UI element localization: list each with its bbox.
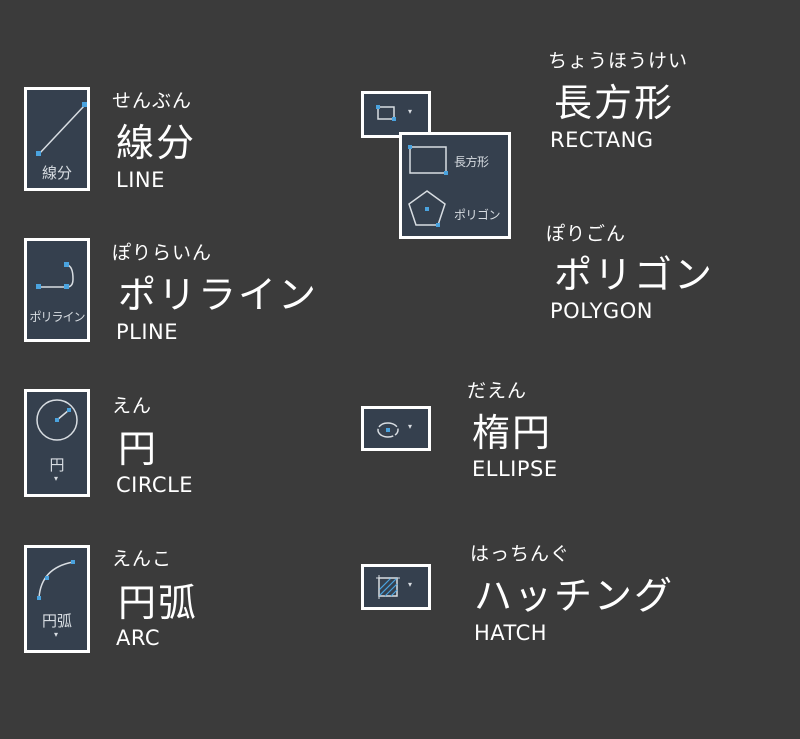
polygon-command: POLYGON xyxy=(550,299,653,323)
circle-jp-name: 円 xyxy=(118,427,159,471)
polyline-icon xyxy=(36,262,74,289)
rectangle-command: RECTANG xyxy=(550,128,654,152)
polyline-tool-button[interactable]: ポリライン xyxy=(24,238,90,342)
hatch-icon xyxy=(376,575,400,599)
flyout-rectangle-label: 長方形 xyxy=(454,155,489,169)
polygon-ruby: ぽりごん xyxy=(546,223,627,245)
circle-ruby: えん xyxy=(112,395,153,417)
arc-tool-button[interactable]: 円弧 ▾ xyxy=(24,545,90,653)
arc-jp-name: 円弧 xyxy=(118,581,199,625)
rectangle-tool-button[interactable]: ▾ xyxy=(361,91,431,138)
flyout-item-rectangle[interactable]: 長方形 xyxy=(402,135,508,183)
line-ruby: せんぶん xyxy=(112,90,193,112)
rectangle-icon xyxy=(376,105,396,121)
rectangle-jp-name: 長方形 xyxy=(554,81,675,125)
flyout-item-polygon[interactable]: ポリゴン xyxy=(402,185,508,235)
polyline-icon-label: ポリライン xyxy=(29,310,85,324)
arc-command: ARC xyxy=(116,626,161,650)
polygon-jp-name: ポリゴン xyxy=(554,253,715,297)
circle-icon-label: 円 xyxy=(49,456,65,474)
arc-ruby: えんこ xyxy=(112,548,173,570)
hatch-ruby: はっちんぐ xyxy=(470,543,571,565)
rectangle-dropdown-caret-icon[interactable]: ▾ xyxy=(408,107,413,116)
ellipse-tool-button[interactable]: ▾ xyxy=(361,406,431,451)
circle-tool-button[interactable]: 円 ▾ xyxy=(24,389,90,497)
line-tool-button[interactable]: 線分 xyxy=(24,87,90,191)
ellipse-command: ELLIPSE xyxy=(472,457,558,481)
hatch-tool-button[interactable]: ▾ xyxy=(361,564,431,610)
hatch-jp-name: ハッチング xyxy=(474,574,675,618)
arc-dropdown-caret-icon[interactable]: ▾ xyxy=(54,630,59,639)
flyout-polygon-icon xyxy=(408,190,446,227)
hatch-command: HATCH xyxy=(474,621,548,645)
rectangle-ruby: ちょうほうけい xyxy=(548,50,689,72)
line-icon-label: 線分 xyxy=(41,164,72,182)
ellipse-dropdown-caret-icon[interactable]: ▾ xyxy=(408,422,413,431)
flyout-polygon-label: ポリゴン xyxy=(454,208,501,222)
arc-icon-label: 円弧 xyxy=(41,612,72,630)
line-icon xyxy=(36,102,87,156)
rectangle-polygon-flyout: 長方形 ポリゴン xyxy=(399,132,511,239)
polyline-command: PLINE xyxy=(116,320,179,344)
arc-icon xyxy=(37,560,75,600)
circle-dropdown-caret-icon[interactable]: ▾ xyxy=(54,474,59,483)
ellipse-icon xyxy=(377,422,399,438)
circle-command: CIRCLE xyxy=(116,473,194,497)
polyline-ruby: ぽりらいん xyxy=(112,242,213,264)
circle-icon xyxy=(36,399,78,441)
line-jp-name: 線分 xyxy=(116,121,197,165)
polyline-jp-name: ポリライン xyxy=(118,273,319,317)
line-command: LINE xyxy=(116,168,165,192)
hatch-dropdown-caret-icon[interactable]: ▾ xyxy=(408,580,413,589)
flyout-rectangle-icon xyxy=(408,145,448,175)
ellipse-ruby: だえん xyxy=(467,380,528,402)
ellipse-jp-name: 楕円 xyxy=(472,411,553,455)
